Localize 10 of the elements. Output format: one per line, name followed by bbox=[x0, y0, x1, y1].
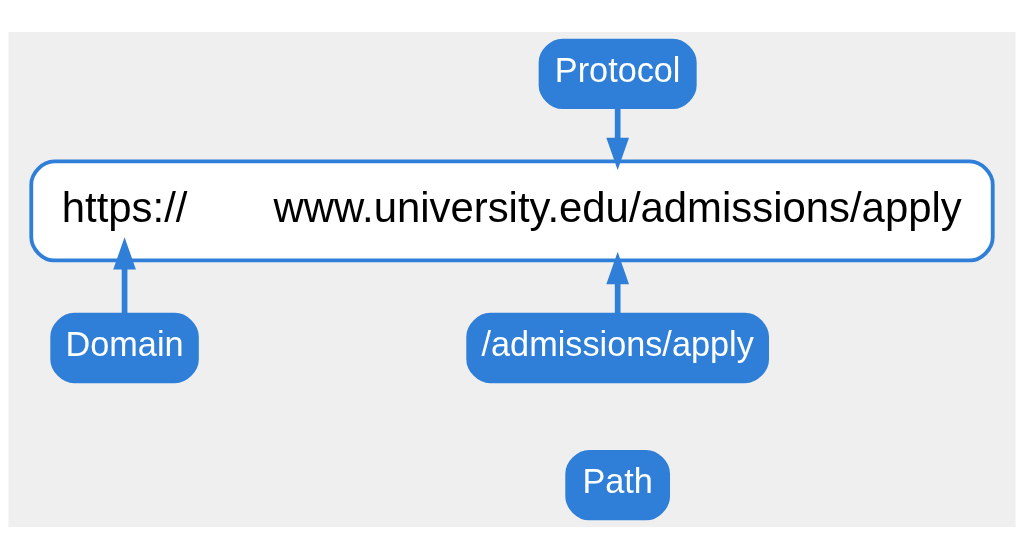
node-text: https:// bbox=[61, 183, 188, 231]
cluster bbox=[29, 159, 995, 263]
node-box: Path bbox=[565, 449, 671, 521]
node-box: Domain bbox=[50, 312, 199, 384]
node-text: www.university.edu/admissions/apply bbox=[273, 183, 962, 231]
arrow bbox=[606, 251, 629, 314]
node-box: Protocol bbox=[538, 38, 697, 110]
arrow bbox=[113, 237, 136, 314]
arrow bbox=[606, 108, 629, 171]
node-box: /admissions/apply bbox=[466, 312, 770, 384]
